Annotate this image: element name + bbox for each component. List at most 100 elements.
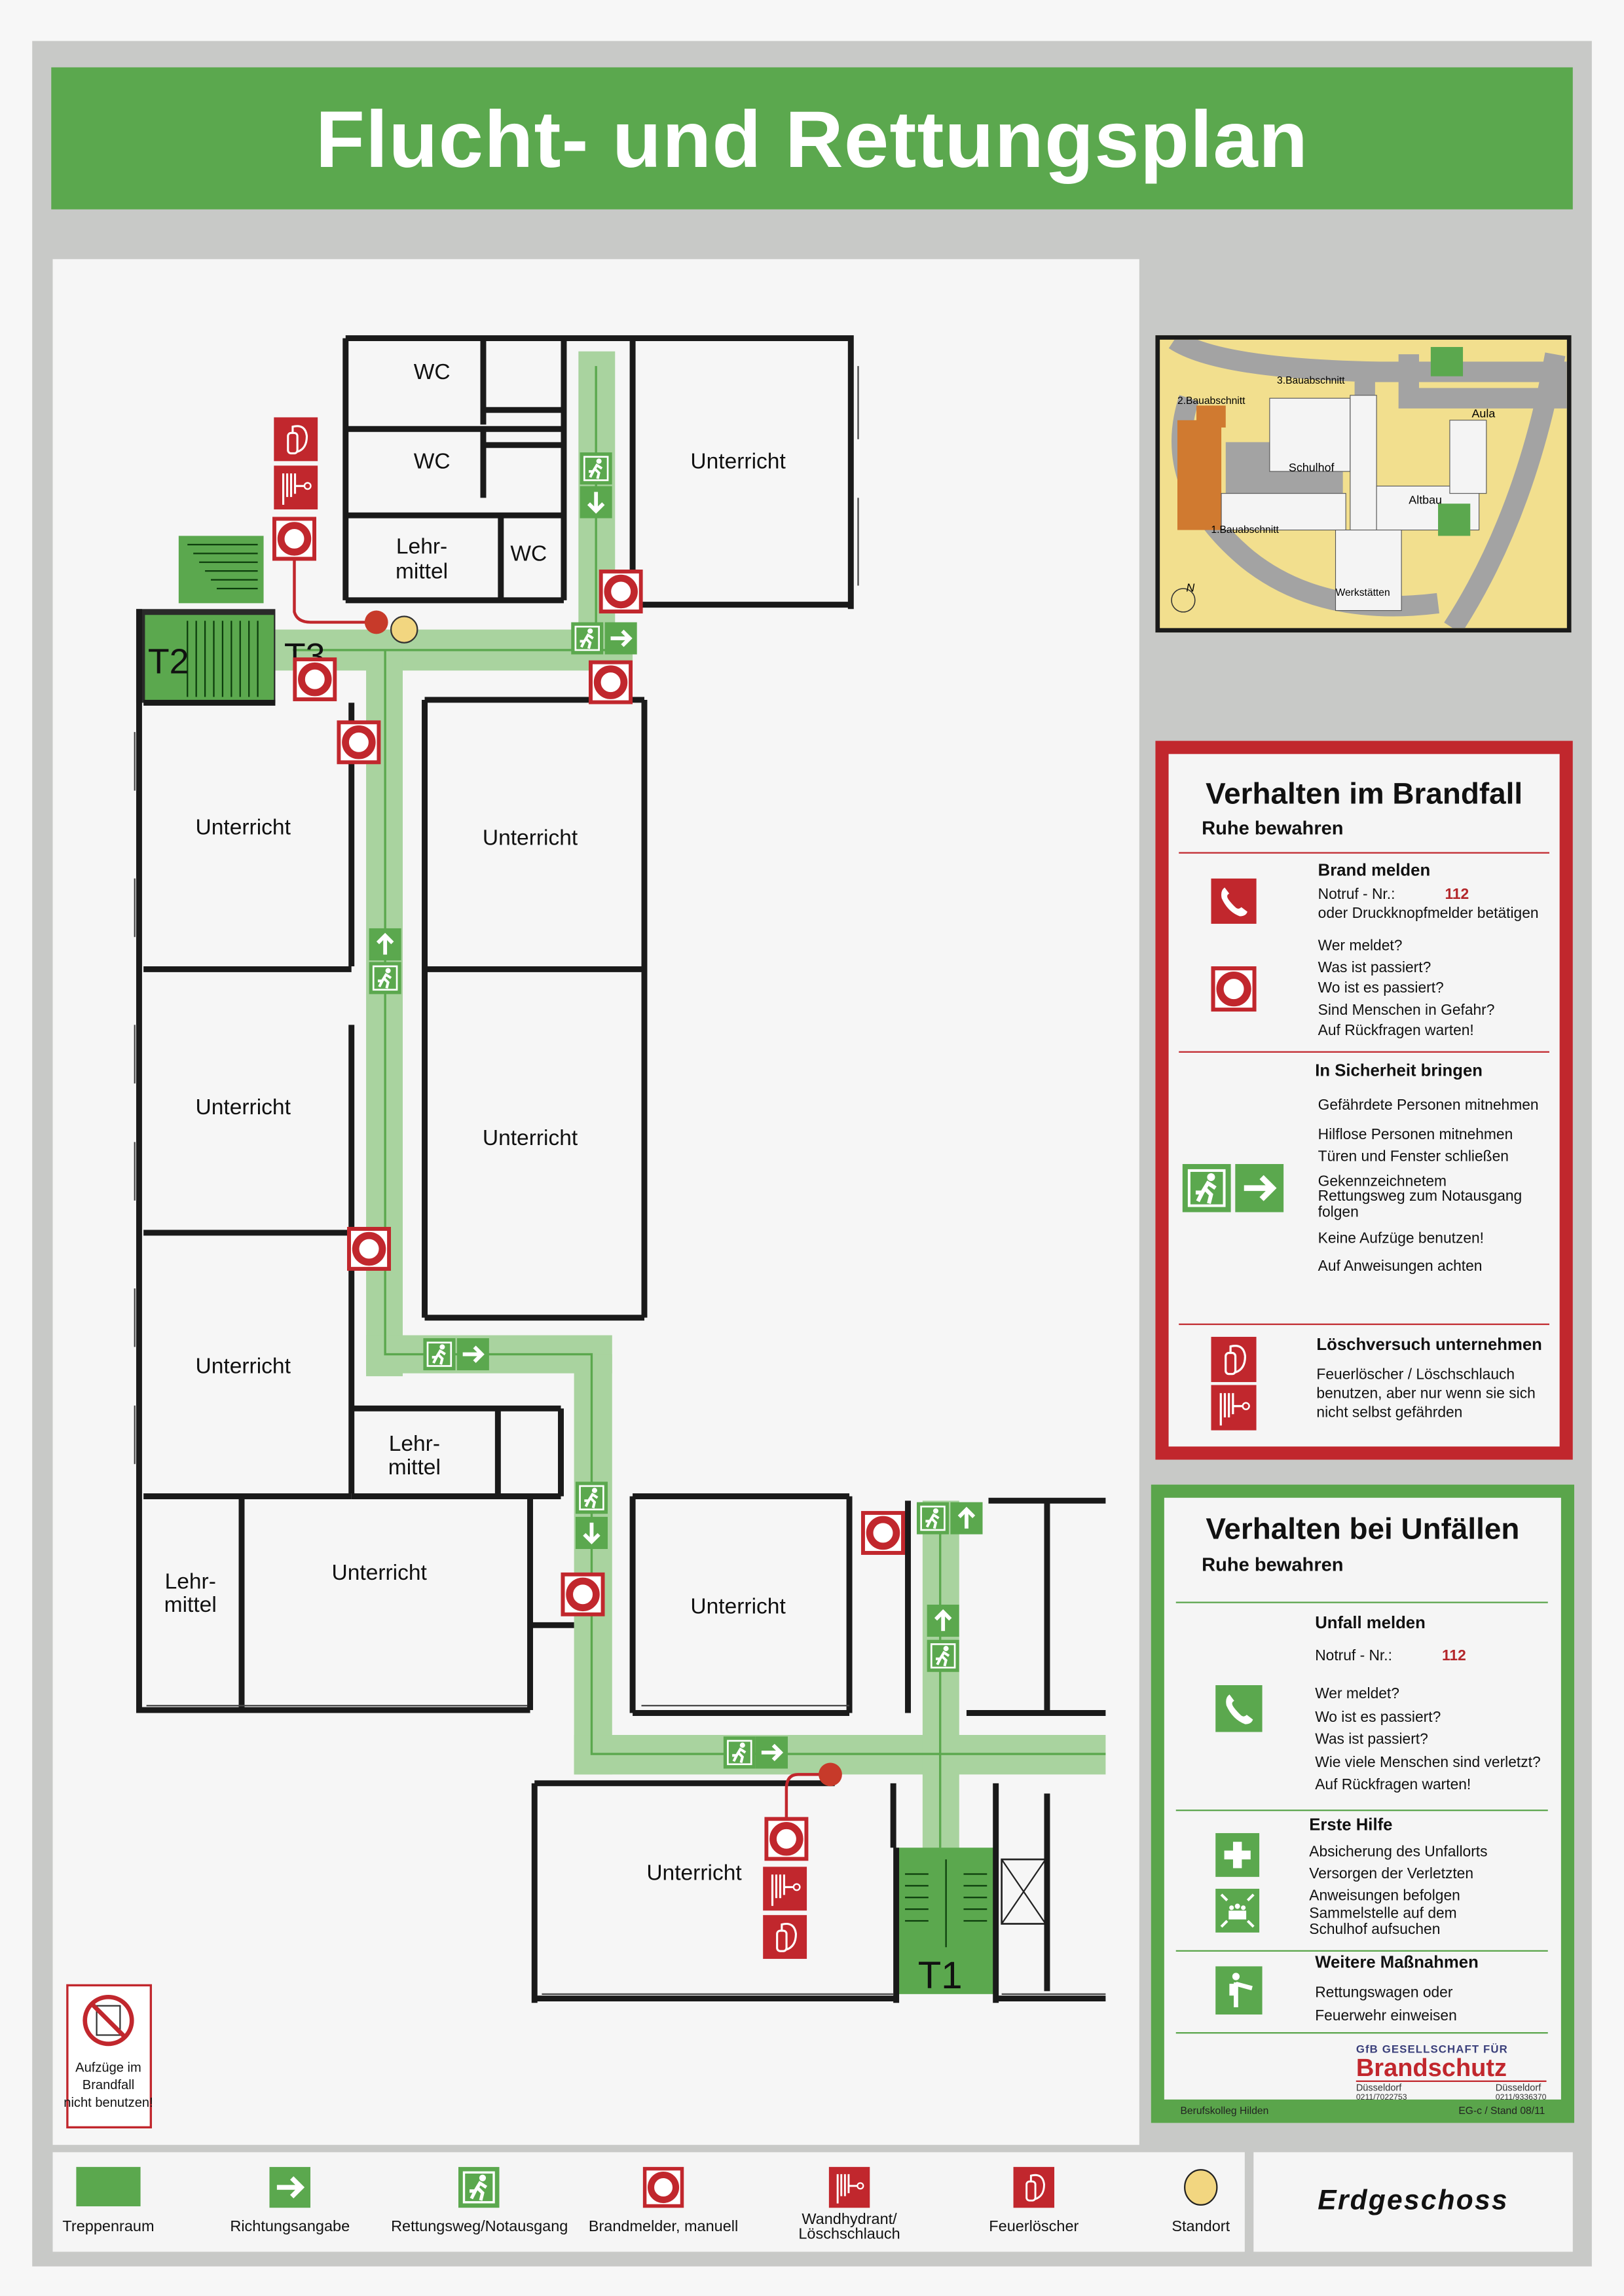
instruction-item: Versorgen der Verletzten [1309, 1867, 1474, 1883]
emergency-exit-icon [458, 2167, 500, 2208]
stair-label-t2: T2 [148, 642, 189, 682]
instruction-text: Feuerlöscher / Löschschlauch benutzen, a… [1316, 1367, 1536, 1422]
fire-alarm-icon [347, 1227, 391, 1271]
fire-alarm-icon [337, 720, 380, 764]
fire-alarm-icon [643, 2167, 684, 2208]
question: Wer meldet? [1318, 938, 1403, 955]
divider [1179, 1051, 1550, 1053]
question: Was ist passiert? [1315, 1732, 1428, 1749]
page-title: Flucht- und Rettungsplan [51, 67, 1573, 210]
section-heading: Löschversuch unternehmen [1316, 1336, 1542, 1355]
escape-route-line [293, 366, 1106, 1848]
instruction-item: Hilflose Personen mitnehmen [1318, 1126, 1513, 1143]
question: Wer meldet? [1315, 1686, 1399, 1703]
room-label-wc: WC [510, 542, 547, 566]
instruction-item: Gekennzeichnetem Rettungsweg zum Notausg… [1318, 1173, 1522, 1220]
emergency-exit-icon [369, 962, 401, 994]
legend-item: Rettungsweg/Notausgang [391, 2152, 568, 2234]
section-heading: Unfall melden [1315, 1614, 1426, 1633]
alarm-wire [293, 559, 377, 624]
fire-hose-icon [763, 1867, 807, 1911]
legend-item: Wandhydrant/ Löschschlauch [762, 2152, 937, 2242]
notruf-label: Notruf - Nr.: [1318, 887, 1395, 903]
company-logo: GfB GESELLSCHAFT FÜR Brandschutz Düsseld… [1356, 2043, 1547, 2103]
arrow-up-icon [927, 1605, 959, 1637]
legend-label: Standort [1172, 2217, 1230, 2236]
elevator-cross [1001, 1859, 1046, 1925]
legend-item: Brandmelder, manuell [576, 2152, 751, 2234]
legend-label: Rettungsweg/Notausgang [391, 2217, 568, 2236]
stairwell-t2-fill [145, 615, 274, 700]
divider [1175, 1601, 1548, 1603]
divider [1179, 852, 1550, 854]
instruction-item: Türen und Fenster schließen [1318, 1149, 1509, 1166]
company-name: Brandschutz [1356, 2056, 1547, 2083]
room-label-unterricht: Unterricht [196, 816, 291, 840]
emergency-exit-icon [927, 1640, 959, 1672]
arrow-right-icon [756, 1736, 788, 1768]
map-label: Aula [1471, 407, 1495, 420]
fire-alarm-icon [599, 570, 643, 613]
notruf-label: Notruf - Nr.: [1315, 1649, 1392, 1665]
room-label-lehrmittel: Lehr- [396, 534, 447, 558]
walls [136, 335, 1106, 2003]
assembly-point-icon [1215, 1889, 1259, 1933]
lift-sign-text: Aufzüge im [75, 2060, 141, 2075]
divider [1179, 1323, 1550, 1325]
company-phone: 0211/9336370 [1495, 2093, 1547, 2103]
instruction-item: Gefährdete Personen mitnehmen [1318, 1098, 1539, 1114]
fire-phone-icon [1211, 878, 1257, 924]
company-city: Düsseldorf [1495, 2083, 1541, 2094]
section-heading: In Sicherheit bringen [1315, 1063, 1483, 1081]
question: Wo ist es passiert? [1318, 981, 1444, 997]
room-label-unterricht: Unterricht [196, 1355, 291, 1379]
fire-hose-icon [274, 465, 318, 510]
fire-extinguisher-icon [274, 417, 318, 462]
arrow-right-icon [457, 1338, 489, 1370]
map-label: Schulhof [1289, 461, 1335, 474]
section-heading: Brand melden [1318, 862, 1431, 881]
room-label-unterricht: Unterricht [690, 1594, 786, 1618]
question: Auf Rückfragen warten! [1318, 1023, 1474, 1040]
fire-alarm-icon [589, 661, 633, 704]
legend-item: Feuerlöscher [946, 2152, 1122, 2234]
legend-label: Feuerlöscher [989, 2217, 1079, 2236]
room-label-unterricht: Unterricht [332, 1561, 428, 1585]
room-label-unterricht: Unterricht [196, 1095, 291, 1120]
emergency-number: 112 [1445, 887, 1469, 903]
floor-plan-drawing: T2 T3 T1 WC WC WC Lehr [64, 335, 1106, 2129]
site-map-drawing: 3.Bauabschnitt 2.Bauabschnitt 1.Bauabsch… [1168, 339, 1567, 629]
room-label-unterricht: Unterricht [483, 1126, 578, 1150]
room-label-lehrmittel: mittel [396, 559, 448, 583]
emergency-exit-icon [423, 1338, 455, 1370]
accident-instructions-panel [1151, 1484, 1575, 2123]
room-label-wc: WC [414, 360, 451, 384]
fire-extinguisher-icon [1013, 2166, 1055, 2208]
footer-school: Berufskolleg Hilden [1180, 2107, 1269, 2117]
lift-sign-text: Brandfall [83, 2078, 134, 2092]
instruction-item: Auf Anweisungen achten [1318, 1258, 1483, 1275]
elevator-glyph [96, 2005, 121, 2036]
room-label-wc: WC [414, 450, 451, 474]
phone-icon [1215, 1685, 1263, 1732]
you-are-here-icon [1184, 2169, 1218, 2206]
question: Wie viele Menschen sind verletzt? [1315, 1755, 1541, 1771]
compass-icon [1171, 588, 1196, 613]
arrow-up-icon [950, 1502, 982, 1534]
legend-label: Treppenraum [62, 2217, 155, 2236]
alarm-wire [784, 1773, 830, 1819]
lift-sign-text: nicht benutzen! [64, 2096, 153, 2110]
legend-label: Richtungsangabe [230, 2217, 350, 2236]
fire-panel-subtitle: Ruhe bewahren [1202, 816, 1344, 839]
extinguisher-hose-icon [1211, 1336, 1257, 1430]
floor-label: Erdgeschoss [1253, 2152, 1573, 2252]
map-label: Werkstätten [1336, 587, 1390, 598]
legend-label: Wandhydrant/ Löschschlauch [798, 2210, 900, 2244]
arrow-up-icon [369, 928, 401, 960]
company-city: Düsseldorf [1356, 2083, 1402, 2094]
alarm-sounder [819, 1762, 842, 1787]
legend-item: Treppenraum [20, 2152, 196, 2234]
fire-alarm-icon [764, 1817, 808, 1861]
emergency-exit-icon [576, 1482, 608, 1514]
windows [134, 366, 1106, 1995]
